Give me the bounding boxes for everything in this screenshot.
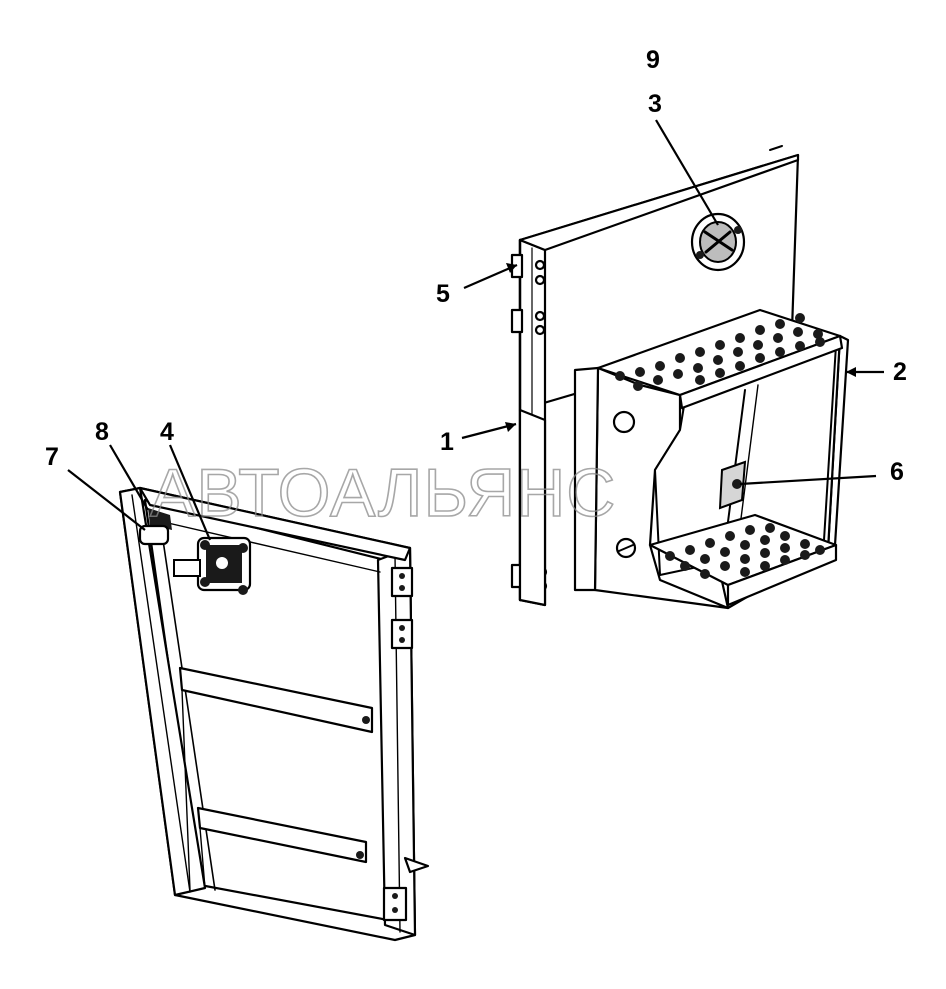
callout-4: 4 (160, 418, 174, 446)
leader-lines (67, 119, 884, 541)
callout-1: 1 (440, 428, 454, 456)
door-hinges (382, 566, 414, 922)
lock-mechanism-part-4 (173, 536, 252, 595)
callout-3: 3 (648, 90, 662, 118)
watermark-text: АВТОАЛЬЯНС (150, 455, 616, 531)
callout-9: 9 (646, 46, 660, 74)
callout-labels: 9 3 5 2 1 6 8 4 7 (45, 46, 907, 486)
door-frame-assembly (118, 486, 430, 942)
leader-arrowheads (505, 263, 856, 432)
door-latch-part-3 (690, 212, 746, 272)
step-box-assembly (510, 145, 850, 610)
callout-8: 8 (95, 418, 109, 446)
callout-5: 5 (436, 280, 450, 308)
top-bracket-part-8 (148, 508, 172, 530)
lower-step-tread (648, 513, 838, 607)
upper-step-tread (596, 308, 844, 410)
callout-7: 7 (45, 443, 59, 471)
callout-2: 2 (893, 358, 907, 386)
rubber-stop-part-7 (138, 524, 170, 546)
callout-6: 6 (890, 458, 904, 486)
